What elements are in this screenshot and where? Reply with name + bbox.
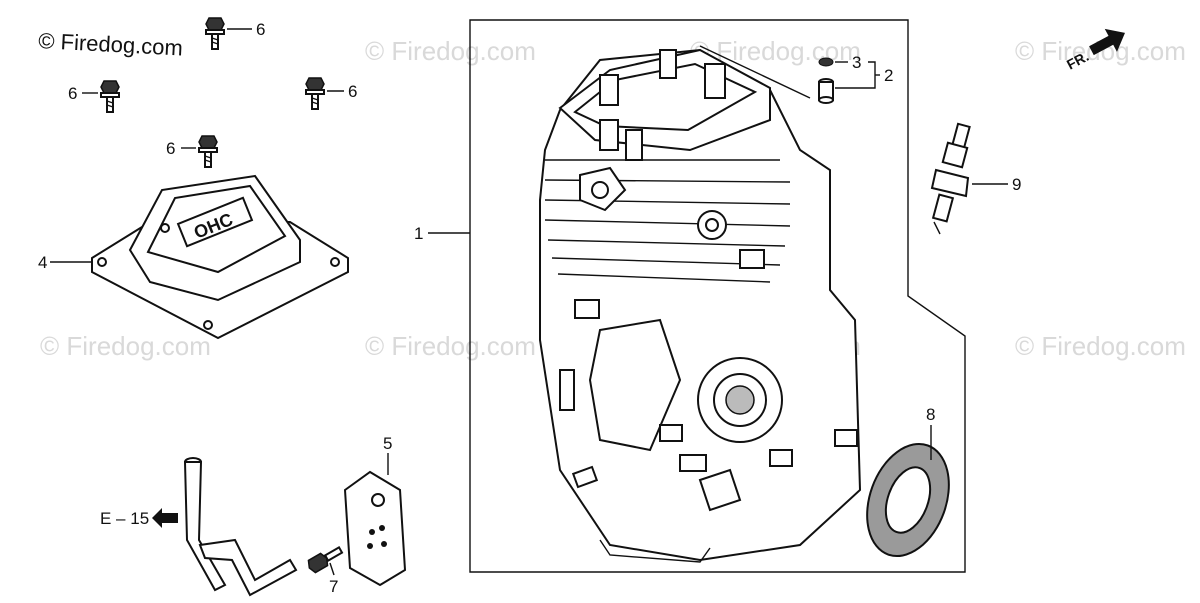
callout-part-6: 6 xyxy=(348,82,357,101)
cylinder-block-part-1 xyxy=(539,48,862,563)
watermark-faint: © Firedog.com xyxy=(1015,331,1186,361)
callout-part-8: 8 xyxy=(926,405,935,424)
callout-part-1: 1 xyxy=(414,224,423,243)
gasket-part-5 xyxy=(343,470,407,587)
reference-e15: E – 15 xyxy=(100,508,178,528)
clip-part-3 xyxy=(818,57,834,67)
dowel-pin-part-2 xyxy=(818,78,834,104)
watermark-faint: © Firedog.com xyxy=(365,36,536,66)
arrow-left-icon xyxy=(152,508,178,528)
callout-part-6: 6 xyxy=(166,139,175,158)
callout-part-4: 4 xyxy=(38,253,47,272)
assembly-frame xyxy=(469,19,966,573)
bolt-part-6 xyxy=(198,135,218,168)
reference-label: E – 15 xyxy=(100,509,149,528)
bolt-part-6 xyxy=(100,80,120,113)
watermark-main: © Firedog.com xyxy=(38,28,184,61)
watermark-faint: © Firedog.com xyxy=(365,331,536,361)
callout-part-5: 5 xyxy=(383,434,392,453)
callout-part-9: 9 xyxy=(1012,175,1021,194)
bolt-part-6 xyxy=(205,17,225,50)
bolt-part-6 xyxy=(305,77,325,110)
arrow-icon xyxy=(1089,28,1125,56)
callout-part-3: 3 xyxy=(852,53,861,72)
callout-part-6: 6 xyxy=(256,20,265,39)
callout-part-2: 2 xyxy=(884,66,893,85)
breather-tube xyxy=(183,457,298,597)
callout-part-7: 7 xyxy=(329,577,338,596)
oil-seal-part-8 xyxy=(866,442,950,558)
screw-part-7 xyxy=(307,546,344,574)
watermark-faint: © Firedog.com xyxy=(40,331,211,361)
valve-cover-part-4: OHC xyxy=(91,174,349,340)
spark-plug-part-9 xyxy=(930,122,971,235)
callout-part-6: 6 xyxy=(68,84,77,103)
